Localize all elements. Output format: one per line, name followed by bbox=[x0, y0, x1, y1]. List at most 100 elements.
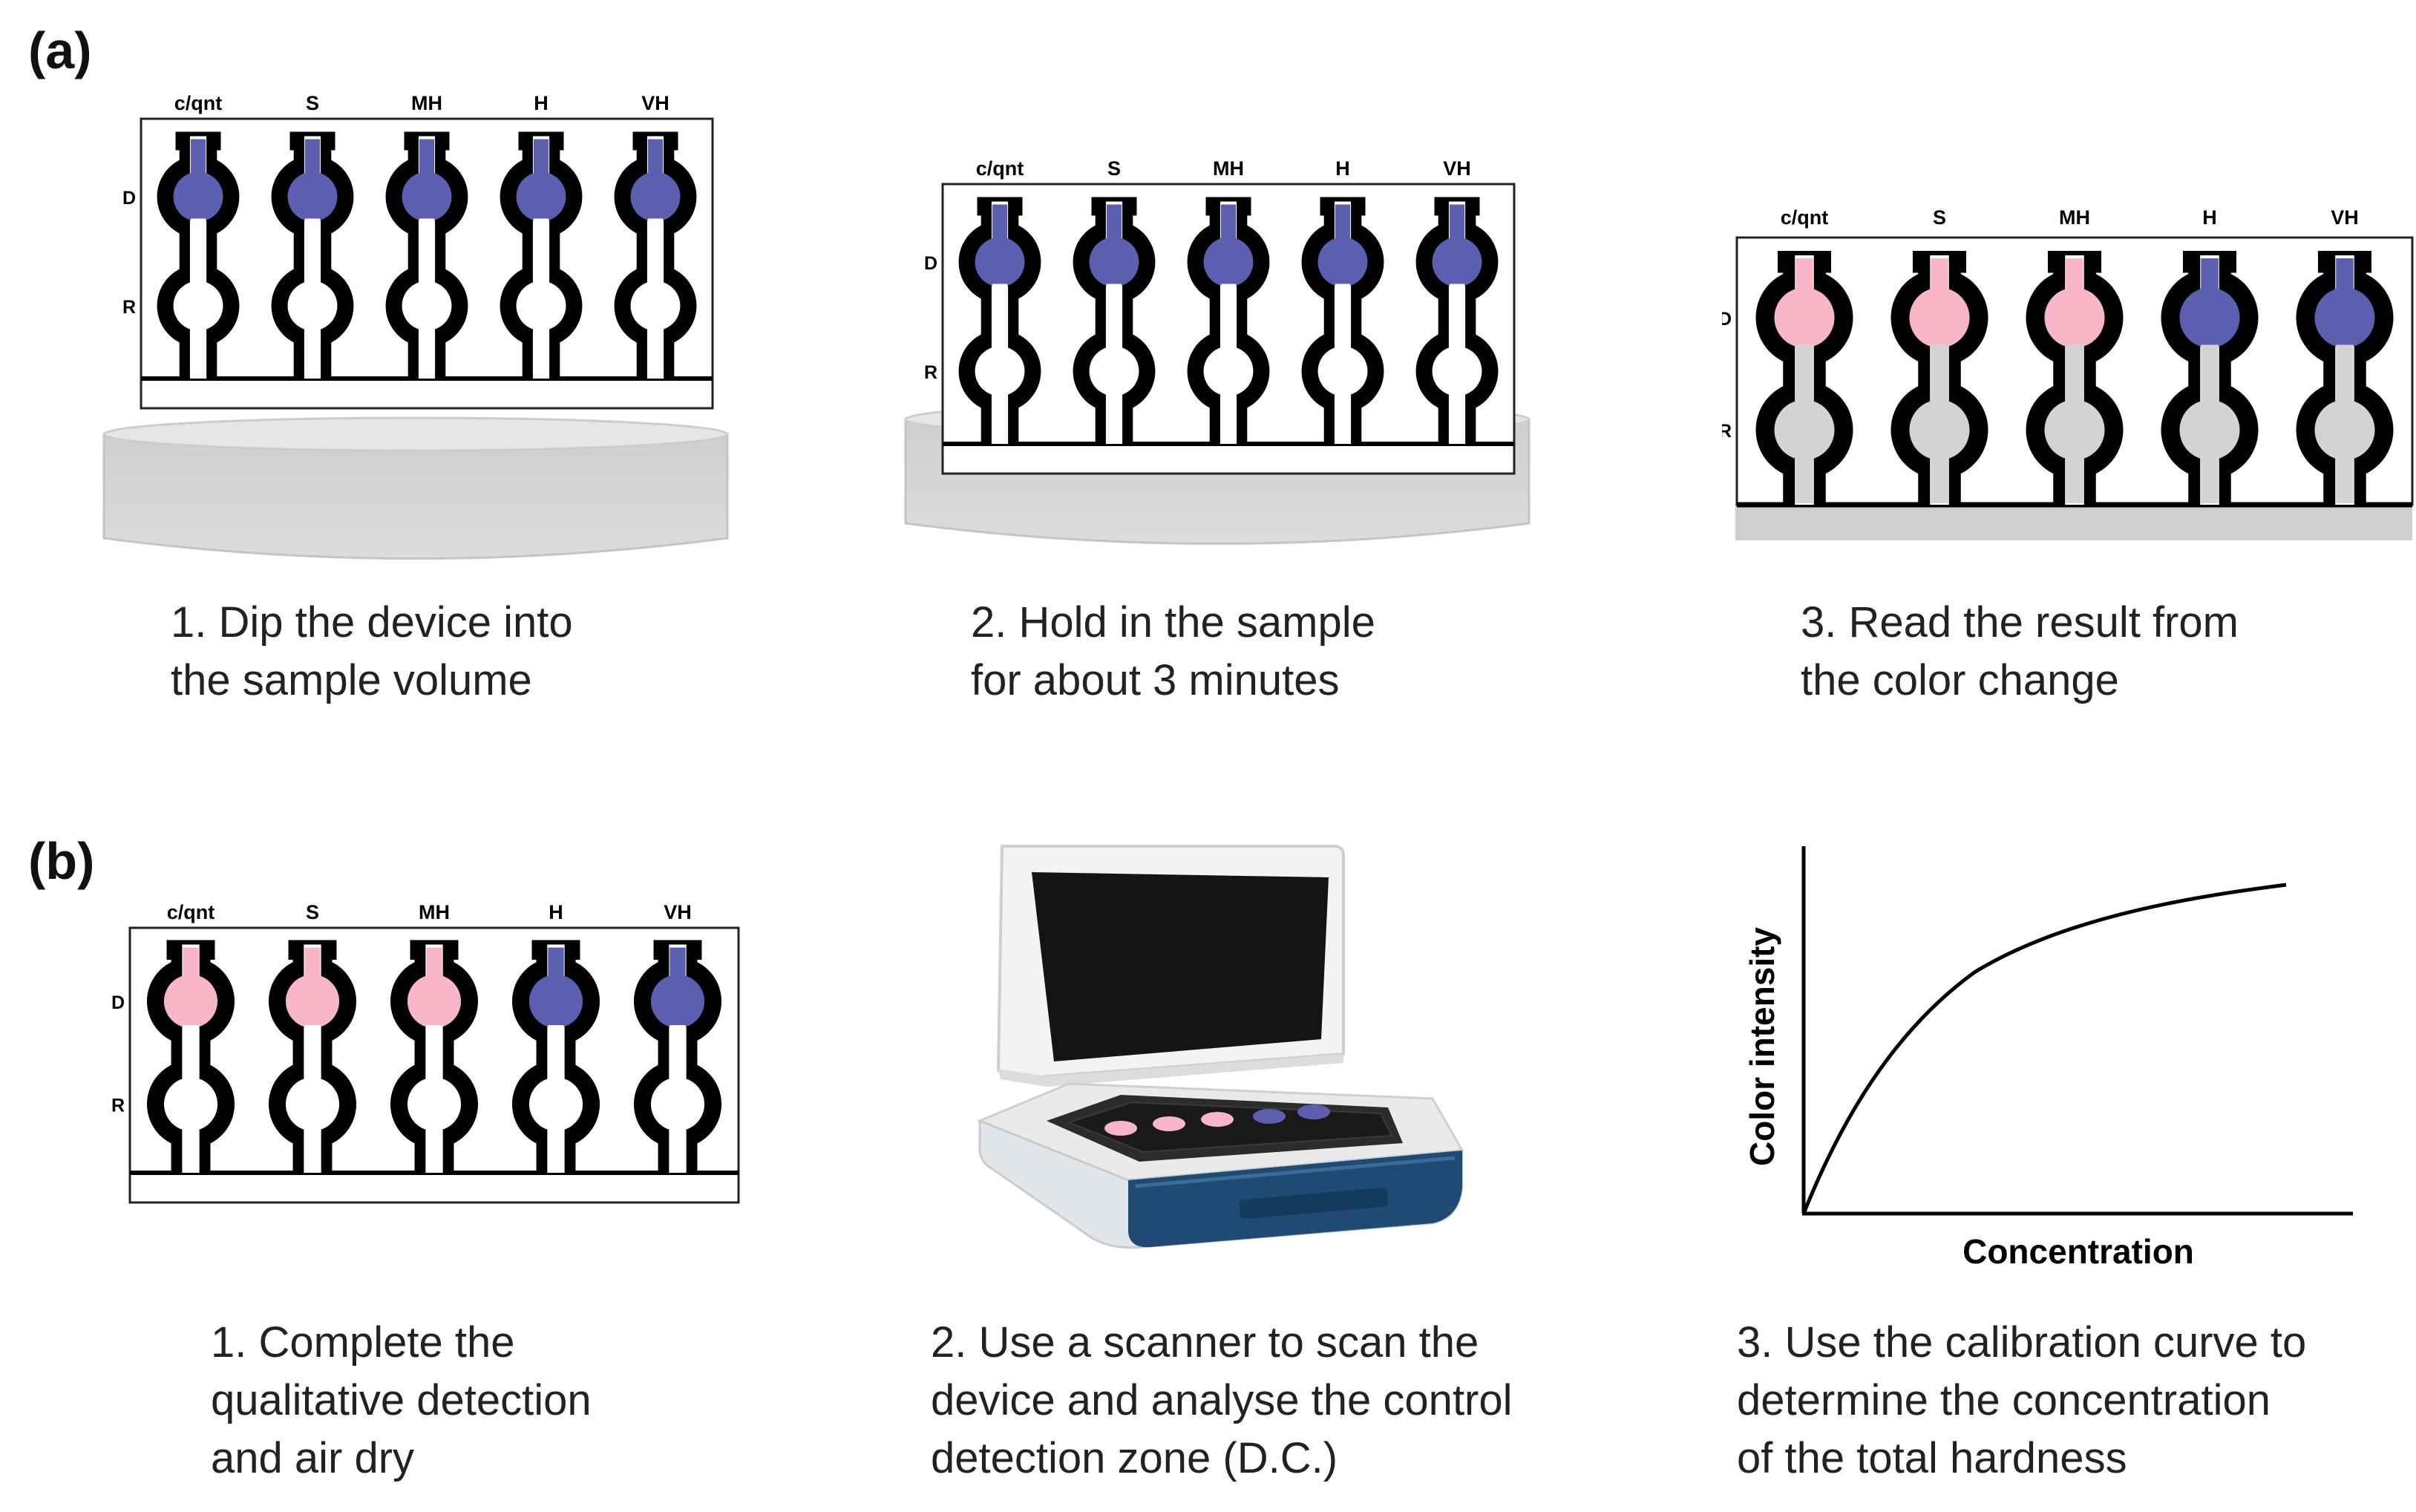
panel-label-b: (b) bbox=[28, 832, 95, 890]
detection-zone bbox=[407, 974, 462, 1029]
row-label-detection: D bbox=[122, 188, 136, 209]
reaction-zone bbox=[2179, 399, 2240, 460]
column-label: c/qnt bbox=[167, 901, 215, 923]
device-channel bbox=[633, 940, 722, 1173]
reaction-zone bbox=[2314, 399, 2375, 460]
column-label: MH bbox=[419, 901, 450, 923]
detection-zone bbox=[2044, 287, 2105, 348]
column-label: c/qnt bbox=[1781, 206, 1829, 229]
row-label-reaction: R bbox=[111, 1096, 125, 1116]
column-label: c/qnt bbox=[976, 157, 1024, 180]
device-channel bbox=[614, 131, 697, 379]
column-label: VH bbox=[664, 901, 692, 923]
detection-zone bbox=[528, 974, 583, 1029]
reaction-zone bbox=[1203, 346, 1254, 396]
reaction-zone bbox=[402, 281, 452, 331]
detection-zone bbox=[1909, 287, 1970, 348]
row-label-reaction: R bbox=[1722, 421, 1732, 442]
reaction-zone bbox=[1432, 346, 1482, 396]
column-label: S bbox=[1107, 157, 1121, 180]
device-channel bbox=[2161, 251, 2259, 505]
detection-zone bbox=[1203, 237, 1254, 287]
detection-zone bbox=[975, 237, 1025, 287]
device-channel bbox=[385, 131, 468, 379]
device-channel bbox=[1415, 197, 1499, 444]
column-label: S bbox=[306, 901, 319, 923]
detection-zone bbox=[402, 171, 452, 222]
device-channel bbox=[1301, 197, 1384, 444]
device-channel bbox=[2026, 251, 2124, 505]
reaction-zone bbox=[2044, 399, 2105, 460]
dried-device-illustration: c/qnt S MH H VH D R bbox=[111, 901, 740, 1204]
paper-device: c/qnt S MH H VH D R bbox=[924, 157, 1516, 475]
device-channel bbox=[2296, 251, 2394, 505]
device-channel bbox=[500, 131, 583, 379]
detection-zone bbox=[1774, 287, 1835, 348]
reaction-zone bbox=[407, 1077, 462, 1131]
detection-zone bbox=[287, 171, 338, 222]
device-channel bbox=[1755, 251, 1853, 505]
column-label: c/qnt bbox=[174, 92, 223, 114]
reaction-zone bbox=[630, 281, 681, 331]
device-channel bbox=[146, 940, 235, 1173]
column-label: MH bbox=[411, 92, 442, 114]
column-label: S bbox=[1933, 206, 1946, 229]
reaction-zone bbox=[1089, 346, 1139, 396]
reaction-zone bbox=[528, 1077, 583, 1131]
row-label-detection: D bbox=[924, 253, 937, 274]
reaction-zone bbox=[516, 281, 566, 331]
column-label: S bbox=[306, 92, 319, 114]
column-label: VH bbox=[1443, 157, 1471, 180]
column-label: VH bbox=[641, 92, 670, 114]
row-label-detection: D bbox=[1722, 309, 1732, 330]
device-channel bbox=[157, 131, 240, 379]
device-channel bbox=[390, 940, 479, 1173]
detection-zone bbox=[2314, 287, 2375, 348]
detection-zone bbox=[285, 974, 340, 1029]
detection-zone bbox=[1432, 237, 1482, 287]
device-channel bbox=[1890, 251, 1988, 505]
hold-step-illustration: c/qnt S MH H VH D R bbox=[904, 157, 1531, 545]
reaction-zone bbox=[975, 346, 1025, 396]
detection-zone bbox=[1089, 237, 1139, 287]
column-label: H bbox=[534, 92, 549, 114]
row-label-reaction: R bbox=[122, 297, 136, 318]
y-axis-label: Color intensity bbox=[1743, 927, 1781, 1166]
reaction-zone bbox=[650, 1077, 705, 1131]
reaction-zone bbox=[287, 281, 338, 331]
detection-zone bbox=[1317, 237, 1368, 287]
detection-zone bbox=[650, 974, 705, 1029]
detection-zone bbox=[173, 171, 223, 222]
calibration-curve bbox=[1801, 883, 2287, 1214]
paper-device: c/qnt S MH H VH D R bbox=[122, 92, 714, 410]
detection-zone bbox=[516, 171, 566, 222]
column-label: VH bbox=[2331, 206, 2359, 229]
flatbed-scanner-icon bbox=[977, 845, 1464, 1249]
column-label: H bbox=[1335, 157, 1350, 180]
column-label: MH bbox=[1213, 157, 1244, 180]
sample-dish bbox=[102, 416, 729, 560]
device-channel bbox=[511, 940, 600, 1173]
reaction-zone bbox=[1774, 399, 1835, 460]
device-channel bbox=[1187, 197, 1270, 444]
dip-step-illustration: c/qnt S MH H VH D R bbox=[102, 92, 729, 560]
x-axis-label: Concentration bbox=[1962, 1232, 2194, 1271]
column-label: H bbox=[2202, 206, 2217, 229]
reaction-zone bbox=[1909, 399, 1970, 460]
paper-device: c/qnt S MH H VH D R bbox=[111, 901, 740, 1204]
calibration-curve-plot: Color intensity Concentration bbox=[1743, 846, 2353, 1271]
column-label: H bbox=[549, 901, 563, 923]
row-label-reaction: R bbox=[924, 362, 937, 383]
detection-zone bbox=[163, 974, 218, 1029]
row-label-detection: D bbox=[111, 992, 125, 1013]
device-channel bbox=[268, 940, 357, 1173]
detection-zone bbox=[630, 171, 681, 222]
